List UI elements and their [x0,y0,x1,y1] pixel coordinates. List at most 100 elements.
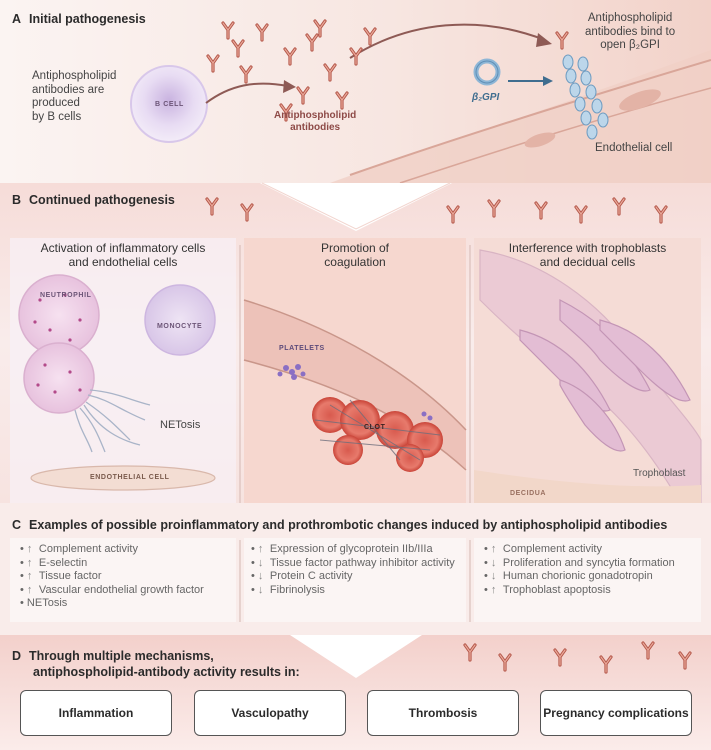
outcome-box-thrombosis: Thrombosis [367,690,519,736]
col3-title-line-1: Interference with trophoblasts [508,241,667,255]
trophoblast-label: Trophoblast [633,468,686,479]
change-arrow: ↑ [26,570,33,582]
list-item: • ↓Human chorionic gonadotropin [484,570,653,582]
list-item: • ↑Complement activity [20,543,138,555]
endothelial-cell-small-label: ENDOTHELIAL CELL [90,474,170,481]
clot-label: CLOT [364,424,386,431]
beta2gpi-label: β₂GPI [472,92,500,103]
endothelium-layer [330,50,711,183]
col2-title-line-2: coagulation [324,255,386,269]
list-item: • NETosis [20,597,68,609]
change-arrow: ↓ [257,556,264,569]
change-arrow: ↑ [490,583,497,596]
col1-title-line-1: Activation of inflammatory cells [40,241,206,255]
panel-b-heading: B Continued pathogenesis [12,193,175,207]
change-text: Fibrinolysis [269,583,325,596]
change-text: Protein C activity [269,570,353,582]
change-arrow: ↑ [26,583,33,596]
produced-line-3: produced [32,97,80,109]
bind-line-3: open β₂GPI [600,39,660,51]
list-item: • ↓Protein C activity [251,570,353,582]
change-text: Complement activity [38,543,138,555]
b-cell [130,65,208,143]
produced-line-1: Antiphospholipid [32,70,117,82]
outcome-box-pregnancy-complications: Pregnancy complications [540,690,692,736]
column-trophoblast-title: Interference with trophoblasts and decid… [474,241,701,269]
change-arrow: ↓ [257,583,264,596]
b-cell-label: B CELL [155,101,184,108]
panel-d-letter: D [12,649,22,663]
col1-title-line-2: and endothelial cells [68,255,178,269]
produced-line-2: antibodies are [32,83,105,96]
panel-d-title-line-1: Through multiple mechanisms, [29,649,214,663]
change-text: Complement activity [502,543,602,555]
bind-line-2: antibodies bind to [585,25,676,38]
changes-list-trophoblast: • ↑Complement activity • ↓Proliferation … [484,543,675,597]
netosis-neutrophil [23,342,95,414]
bind-line-1: Antiphospholipid [587,12,673,24]
chevron-c-to-d [290,635,422,678]
panel-c-title: Examples of possible proinflammatory and… [29,518,668,532]
platelets-label: PLATELETS [279,345,325,352]
produced-caption: Antiphospholipid antibodies are produced… [32,70,116,124]
change-text: Expression of glycoprotein IIb/IIIa [269,543,433,555]
panel-b-title: Continued pathogenesis [29,193,175,207]
list-item: • ↑Vascular endothelial growth factor [20,583,204,596]
change-arrow: ↑ [257,543,264,555]
change-arrow: ↑ [490,543,497,555]
netosis-label: NETosis [160,419,201,431]
list-item: • ↑Expression of glycoprotein IIb/IIIa [251,543,433,555]
platelets [277,364,433,421]
change-arrow: ↓ [490,556,497,569]
change-text: NETosis [26,597,68,609]
col2-title-line-1: Promotion of [320,241,390,255]
panel-c-heading: C Examples of possible proinflammatory an… [12,518,667,532]
outcome-box-inflammation: Inflammation [20,690,172,736]
panel-a-letter: A [12,12,22,26]
decidua-label: DECIDUA [510,490,547,497]
change-text: Tissue factor pathway inhibitor activity [269,556,455,569]
list-item: • ↓Tissue factor pathway inhibitor activ… [251,556,455,569]
panel-b-letter: B [12,193,22,207]
list-item: • ↓Proliferation and syncytia formation [484,556,675,569]
change-text: Proliferation and syncytia formation [502,556,675,569]
produced-line-4: by B cells [32,110,82,123]
column-inflammatory-title: Activation of inflammatory cells and end… [10,241,236,269]
col3-title-line-2: and decidual cells [539,255,636,269]
changes-list-inflammatory: • ↑Complement activity • ↑E-selectin • ↑… [20,543,204,611]
panel-a-title: Initial pathogenesis [29,12,146,26]
change-arrow: ↑ [26,556,33,569]
change-text: Human chorionic gonadotropin [502,570,653,582]
net-strands [74,389,151,453]
change-text: Trophoblast apoptosis [502,583,611,596]
column-coagulation-title: Promotion of coagulation [244,241,466,269]
list-item: • ↑Complement activity [484,543,602,555]
list-item: • ↑Tissue factor [20,570,102,582]
arrow-b-cell-to-antibodies [205,82,289,104]
list-item: • ↓Fibrinolysis [251,583,325,596]
monocyte-cell [144,284,216,356]
antibodies-label-line-1: Antiphospholipid [274,110,357,121]
monocyte-label: MONOCYTE [157,323,203,330]
change-text: E-selectin [38,556,88,569]
chevron-a-to-b [260,183,452,231]
antibodies-label-line-2: antibodies [290,122,341,133]
change-text: Tissue factor [38,570,102,582]
change-arrow: ↑ [26,543,33,555]
changes-list-coagulation: • ↑Expression of glycoprotein IIb/IIIa •… [251,543,455,597]
arrow-antibodies-to-bind [349,23,546,59]
clot [312,397,443,472]
placental-villi [479,249,702,504]
decidua-layer [474,470,701,503]
panel-c-letter: C [12,518,22,532]
list-item: • ↑Trophoblast apoptosis [484,583,611,596]
antibodies-label: Antiphospholipid antibodies [274,110,356,134]
beta2gpi-closed-icon [473,58,501,86]
change-text: Vascular endothelial growth factor [38,583,204,596]
endothelial-cell-shape [30,465,216,491]
list-item: • ↑E-selectin [20,556,88,569]
endothelial-cell-label: Endothelial cell [595,142,673,154]
